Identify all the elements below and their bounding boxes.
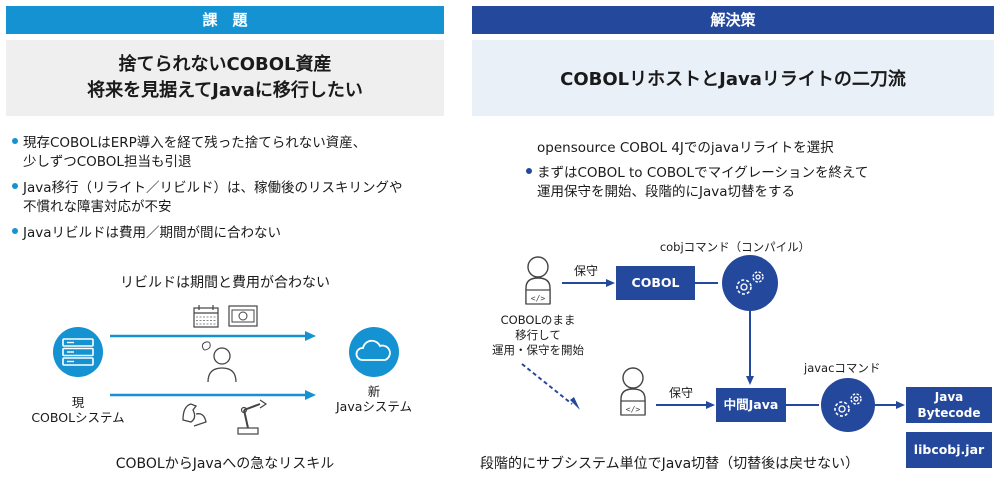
new-system-label: 新 Javaシステム bbox=[324, 384, 424, 414]
new-system-label-1: 新 bbox=[367, 384, 381, 399]
robot-arm-icon bbox=[237, 399, 268, 435]
cobj-command-label: cobjコマンド（コンパイル） bbox=[659, 240, 811, 254]
issue-bullet-3-line1: Javaリビルドは費用／期間が間に合わない bbox=[23, 225, 282, 241]
muscle-icon bbox=[182, 403, 207, 427]
issue-bullet-1-line2: 少しずつCOBOL担当も引退 bbox=[23, 154, 192, 170]
java-bytecode-box: Java Bytecode bbox=[906, 387, 992, 423]
money-icon bbox=[228, 305, 258, 327]
solution-bullet: まずはCOBOL to COBOLでマイグレーションを終えて 運用保守を開始、段… bbox=[526, 164, 986, 202]
issue-subtitle: 捨てられないCOBOL資産 将来を見据えてJavaに移行したい bbox=[6, 40, 444, 116]
middle-java-box: 中間Java bbox=[723, 397, 779, 412]
cobol-maintain-caption: COBOLのまま 移行して 運用・保守を開始 bbox=[476, 313, 600, 358]
issue-bullet-1-line1: 現存COBOLはERP導入を経て残った捨てられない資産、 bbox=[23, 135, 367, 151]
rebuild-arrow-bottom bbox=[110, 390, 316, 400]
calendar-icon bbox=[193, 305, 219, 328]
bullet-dot-icon bbox=[12, 138, 18, 144]
developer-icon: </> bbox=[620, 367, 646, 416]
maintain-label-1: 保守 bbox=[574, 264, 599, 278]
old-system-label: 現 COBOLシステム bbox=[28, 395, 128, 425]
bullet-dot-icon bbox=[12, 228, 18, 234]
issue-subtitle-line2: 将来を見据えてJavaに移行したい bbox=[87, 80, 363, 101]
migration-diagram: </> </> bbox=[521, 255, 905, 432]
bullet-dot-icon bbox=[12, 183, 18, 189]
rebuild-diagram bbox=[53, 305, 399, 435]
gear-icon bbox=[722, 255, 778, 311]
issue-subtitle-line1: 捨てられないCOBOL資産 bbox=[118, 54, 332, 75]
svg-text:</>: </> bbox=[531, 294, 546, 303]
gear-icon bbox=[821, 378, 875, 432]
middle-java-box-rect bbox=[716, 388, 786, 422]
javac-command-label: javacコマンド bbox=[804, 361, 881, 375]
svg-text:</>: </> bbox=[626, 405, 641, 414]
maintain-label-2: 保守 bbox=[669, 386, 694, 400]
cobol-box-rect bbox=[616, 266, 695, 300]
phased-switch-caption: 段階的にサブシステム単位でJava切替（切替後は戻せない） bbox=[480, 456, 860, 472]
solution-intro: opensource COBOL 4Jでのjavaリライトを選択 bbox=[537, 140, 834, 156]
issue-bullet-2-line1: Java移行（リライト／リビルド）は、稼働後のリスキリングや bbox=[23, 180, 403, 196]
java-bytecode-label-2: Bytecode bbox=[917, 406, 981, 420]
issue-bullet-3: Javaリビルドは費用／期間が間に合わない bbox=[12, 224, 452, 243]
cobol-maintain-caption-3: 運用・保守を開始 bbox=[492, 343, 584, 357]
solution-bullet-line1: まずはCOBOL to COBOLでマイグレーションを終えて bbox=[537, 165, 869, 181]
rebuild-arrow-top bbox=[110, 331, 316, 341]
old-system-label-1: 現 bbox=[71, 395, 85, 410]
rebuild-caption: リビルドは期間と費用が合わない bbox=[120, 275, 330, 291]
solution-bullet-line2: 運用保守を開始、段階的にJava切替をする bbox=[537, 184, 796, 200]
new-system-label-2: Javaシステム bbox=[335, 399, 413, 414]
issue-bullet-1: 現存COBOLはERP導入を経て残った捨てられない資産、 少しずつCOBOL担当… bbox=[12, 134, 452, 172]
worried-person-icon bbox=[201, 341, 237, 383]
cobol-maintain-caption-2: 移行して bbox=[515, 328, 561, 342]
issue-bullet-2-line2: 不慣れな障害対応が不安 bbox=[23, 199, 172, 215]
issue-header: 課 題 bbox=[6, 6, 444, 34]
issue-bullet-2: Java移行（リライト／リビルド）は、稼働後のリスキリングや 不慣れな障害対応が… bbox=[12, 179, 452, 217]
bullet-dot-icon bbox=[526, 168, 532, 174]
developer-icon: </> bbox=[525, 256, 551, 305]
solution-header: 解決策 bbox=[472, 6, 994, 34]
server-icon bbox=[53, 327, 103, 377]
libcobj-box: libcobj.jar bbox=[906, 432, 992, 468]
reskill-caption: COBOLからJavaへの急なリスキル bbox=[115, 456, 335, 472]
old-system-label-2: COBOLシステム bbox=[31, 410, 125, 425]
java-bytecode-label-1: Java bbox=[934, 390, 964, 404]
cobol-box: COBOL bbox=[631, 275, 680, 290]
solution-subtitle: COBOLリホストとJavaリライトの二刀流 bbox=[472, 40, 994, 116]
migration-dotted-arrow bbox=[521, 363, 573, 405]
cloud-icon bbox=[349, 327, 399, 377]
cobol-maintain-caption-1: COBOLのまま bbox=[500, 313, 576, 327]
